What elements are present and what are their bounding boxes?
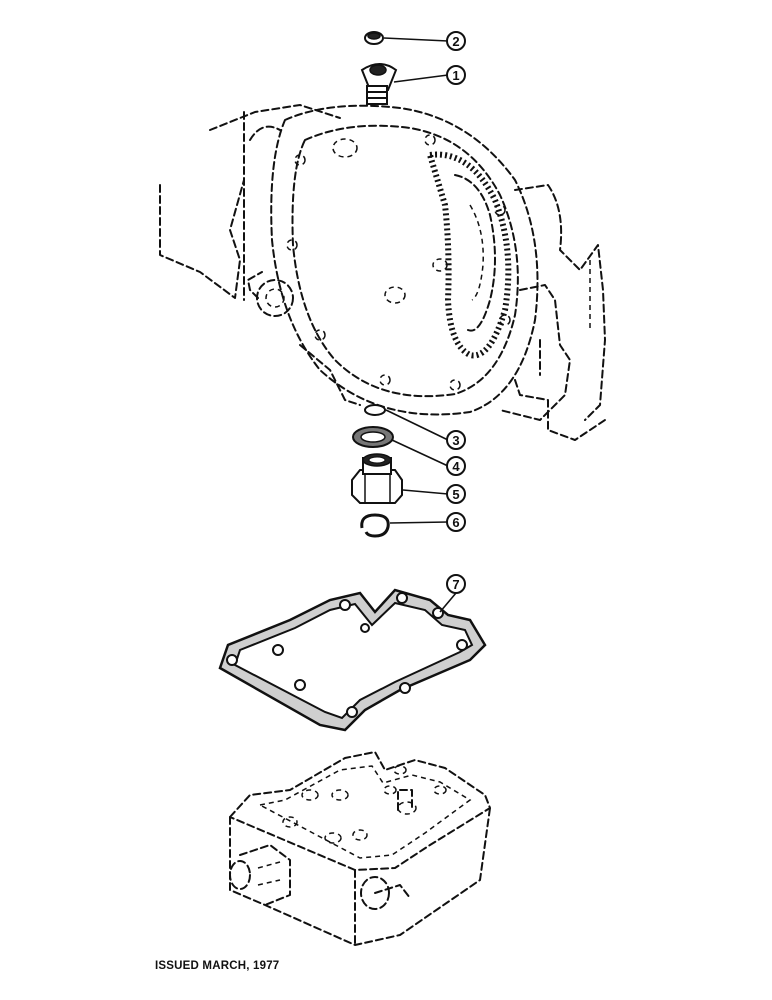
callout-1-label: 1 — [452, 68, 459, 83]
callout-4-label: 4 — [452, 459, 460, 474]
callout-3: 3 — [385, 409, 466, 450]
callout-2: 2 — [383, 31, 466, 51]
callout-5: 5 — [402, 484, 466, 504]
callout-4: 4 — [391, 439, 466, 476]
callout-6: 6 — [389, 512, 466, 532]
part-5-hex-plug — [351, 453, 403, 504]
callout-7: 7 — [439, 574, 466, 613]
issued-date-footer: ISSUED MARCH, 1977 — [155, 960, 280, 972]
callout-3-label: 3 — [452, 433, 459, 448]
part-4-washer — [352, 426, 394, 448]
part-1-fitting — [360, 63, 398, 105]
callout-6-label: 6 — [452, 515, 459, 530]
part-3-o-ring — [364, 404, 386, 416]
part-6-snap-ring — [360, 513, 390, 538]
callout-7-label: 7 — [452, 577, 459, 592]
part-7-gasket — [218, 588, 487, 732]
callout-5-label: 5 — [452, 487, 459, 502]
callout-1: 1 — [393, 65, 466, 85]
callout-2-label: 2 — [452, 34, 459, 49]
transmission-housing — [159, 104, 606, 441]
valve-body — [229, 751, 491, 946]
part-2-cap — [364, 31, 384, 45]
